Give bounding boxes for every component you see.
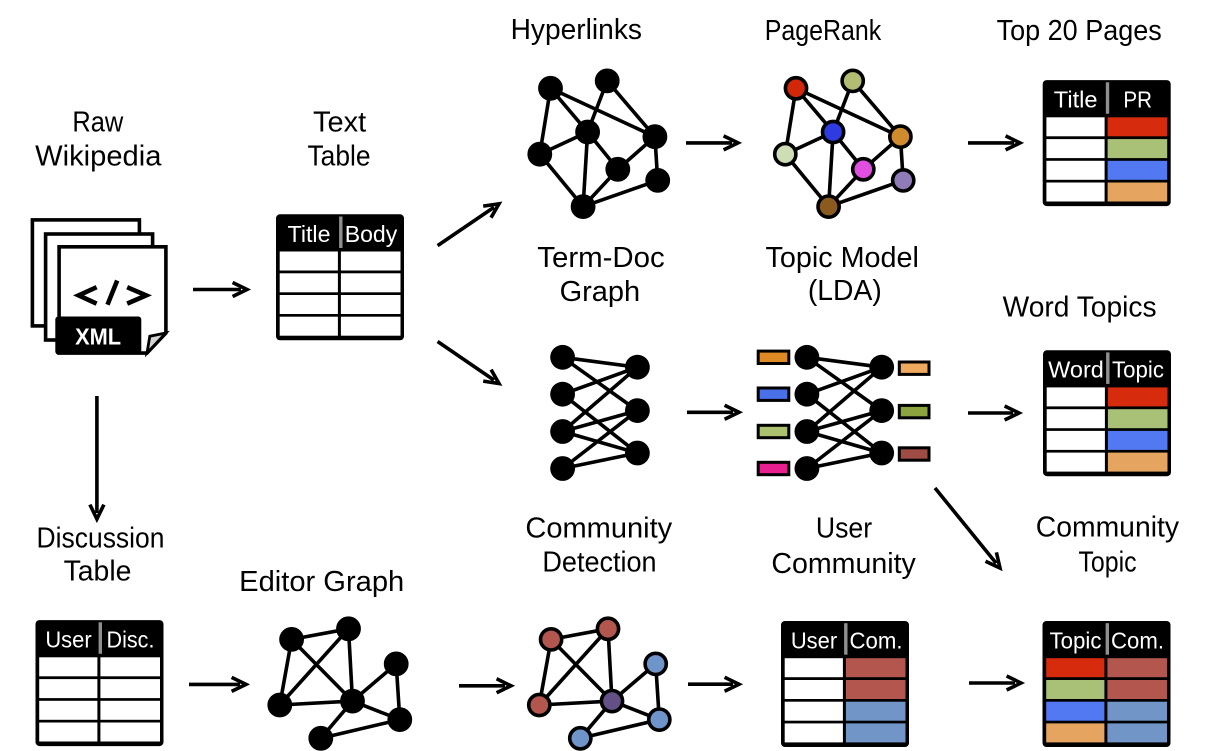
svg-text:Detection: Detection [542, 547, 656, 579]
svg-text:Topic Model: Topic Model [765, 242, 919, 274]
svg-text:Table: Table [64, 556, 132, 588]
svg-text:PageRank: PageRank [765, 15, 882, 47]
svg-text:Disc.: Disc. [107, 627, 155, 653]
svg-text:Community: Community [1036, 512, 1180, 544]
svg-text:Topic: Topic [1050, 628, 1102, 654]
svg-text:Com.: Com. [1111, 628, 1164, 654]
svg-text:Hyperlinks: Hyperlinks [511, 14, 642, 46]
svg-text:User: User [45, 627, 91, 653]
svg-text:User: User [816, 513, 873, 545]
svg-text:Text: Text [313, 107, 366, 139]
svg-text:Wikipedia: Wikipedia [35, 141, 162, 173]
svg-text:Title: Title [288, 221, 331, 247]
svg-text:XML: XML [75, 324, 121, 350]
svg-text:Body: Body [345, 221, 398, 247]
svg-text:Top 20 Pages: Top 20 Pages [997, 15, 1162, 47]
svg-text:Community: Community [525, 513, 672, 545]
svg-text:Graph: Graph [560, 276, 641, 308]
svg-text:(LDA): (LDA) [808, 275, 882, 307]
svg-text:Term-Doc: Term-Doc [537, 242, 665, 274]
svg-text:Topic: Topic [1078, 547, 1136, 579]
svg-text:Title: Title [1054, 87, 1098, 113]
svg-text:Word Topics: Word Topics [1003, 291, 1157, 323]
svg-text:Discussion: Discussion [37, 523, 165, 555]
svg-text:Topic: Topic [1112, 357, 1164, 383]
svg-text:Community: Community [771, 548, 916, 580]
svg-text:Raw: Raw [72, 107, 124, 139]
svg-text:PR: PR [1123, 87, 1152, 113]
svg-text:Com.: Com. [850, 628, 903, 654]
svg-text:User: User [791, 628, 837, 654]
svg-text:Table: Table [308, 141, 371, 173]
svg-text:Editor Graph: Editor Graph [239, 566, 404, 598]
svg-text:Word: Word [1048, 357, 1104, 383]
